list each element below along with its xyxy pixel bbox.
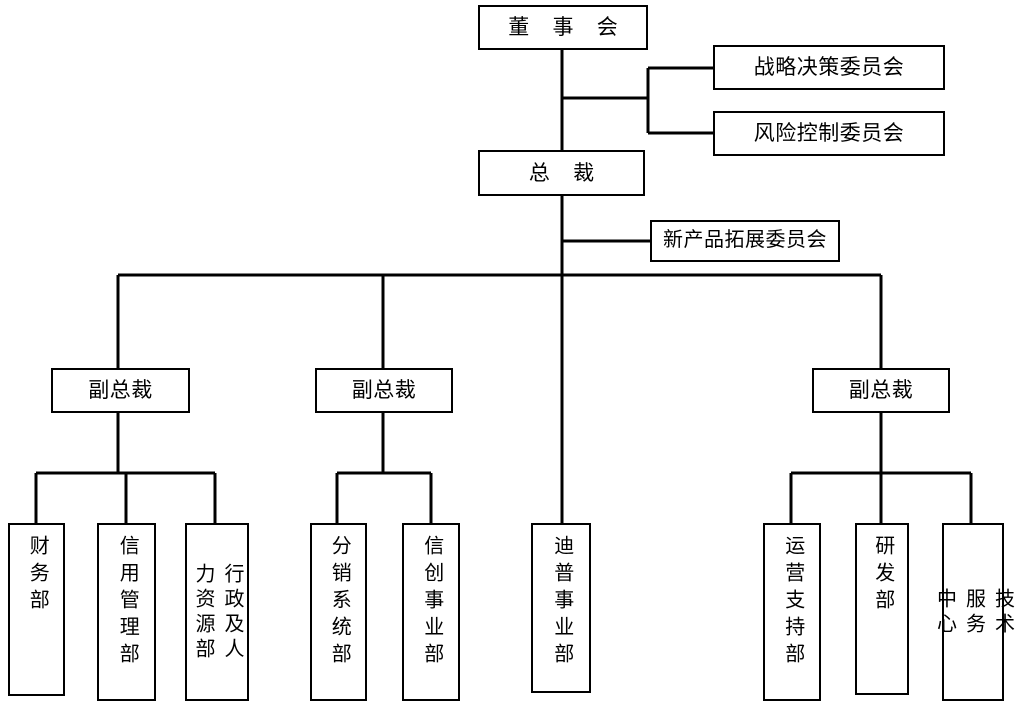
node-new-product-committee-label: 新产品拓展委员会 <box>663 229 827 252</box>
node-admin-hr-dept-label: 行政及人 力资源部 <box>192 563 243 663</box>
node-operation-support-dept-label: 运营支持部 <box>781 535 804 670</box>
node-tech-service-center[interactable]: 技术 服务 中心 <box>934 523 1014 701</box>
node-president-label: 总 裁 <box>528 160 604 185</box>
node-risk-committee[interactable]: 风险控制委员会 <box>713 111 945 156</box>
node-vp-middle-label: 副总裁 <box>351 378 417 403</box>
node-vp-right[interactable]: 副总裁 <box>812 368 950 413</box>
node-xinchuang-business-unit-label: 信创事业部 <box>420 535 443 670</box>
node-strategy-committee[interactable]: 战略决策委员会 <box>713 45 945 90</box>
node-president[interactable]: 总 裁 <box>478 150 645 196</box>
node-board[interactable]: 董 事 会 <box>478 5 648 50</box>
node-vp-left[interactable]: 副总裁 <box>51 368 190 413</box>
node-credit-mgmt-dept-label: 信用管理部 <box>116 535 139 670</box>
node-board-label: 董 事 会 <box>508 15 627 40</box>
node-dptech-business-unit-label: 迪普事业部 <box>550 535 573 670</box>
node-vp-left-label: 副总裁 <box>88 378 153 403</box>
node-new-product-committee[interactable]: 新产品拓展委员会 <box>650 220 840 262</box>
node-risk-committee-label: 风险控制委员会 <box>753 121 905 146</box>
node-strategy-committee-label: 战略决策委员会 <box>753 55 905 80</box>
node-rd-dept-label: 研发部 <box>871 535 894 616</box>
node-finance-dept-label: 财务部 <box>26 535 49 616</box>
node-dptech-business-unit[interactable]: 迪普事业部 <box>531 523 591 693</box>
node-distribution-system-dept[interactable]: 分销系统部 <box>310 523 367 701</box>
node-finance-dept[interactable]: 财务部 <box>8 523 65 696</box>
node-credit-mgmt-dept[interactable]: 信用管理部 <box>97 523 156 701</box>
node-rd-dept[interactable]: 研发部 <box>855 523 909 695</box>
node-distribution-system-dept-label: 分销系统部 <box>328 535 351 670</box>
node-vp-right-label: 副总裁 <box>848 378 914 403</box>
node-xinchuang-business-unit[interactable]: 信创事业部 <box>402 523 460 701</box>
node-operation-support-dept[interactable]: 运营支持部 <box>763 523 821 701</box>
node-admin-hr-dept[interactable]: 行政及人 力资源部 <box>185 523 249 701</box>
node-tech-service-center-label: 技术 服务 中心 <box>933 588 1014 638</box>
node-vp-middle[interactable]: 副总裁 <box>315 368 453 413</box>
